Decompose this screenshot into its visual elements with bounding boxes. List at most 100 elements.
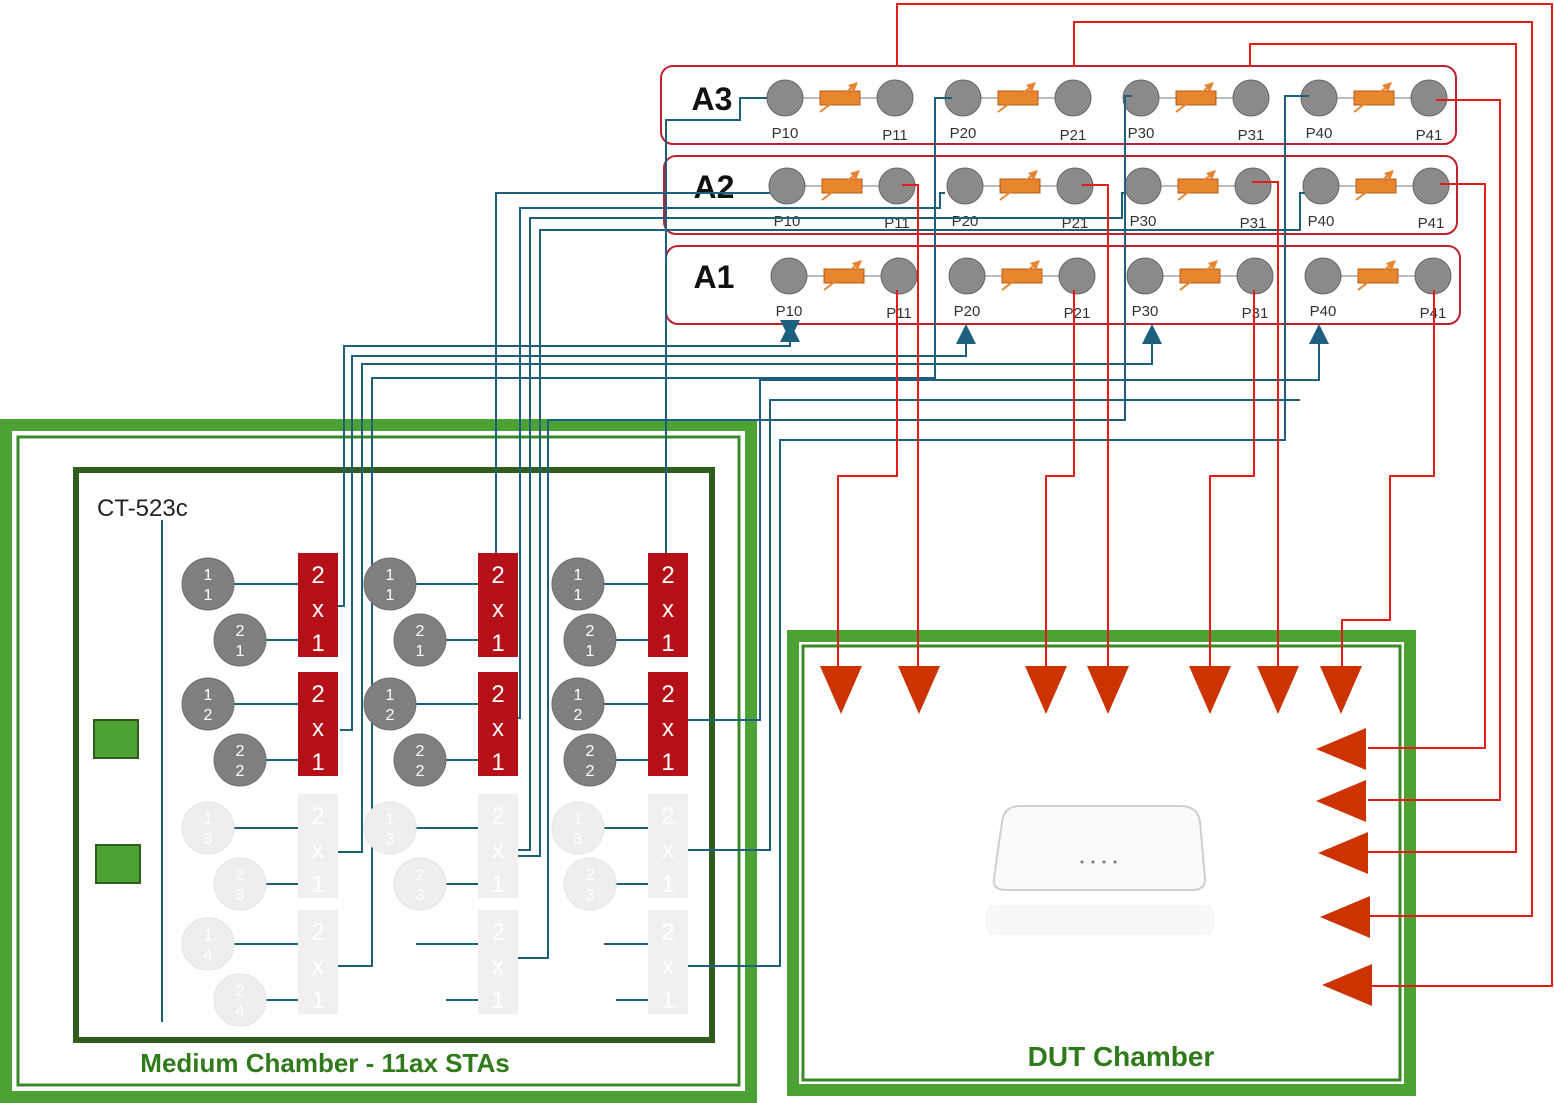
access-point-icon bbox=[985, 806, 1215, 935]
combiner-label: 2 bbox=[311, 681, 324, 708]
antenna-down-5 bbox=[1189, 666, 1231, 714]
port-label: P11 bbox=[882, 127, 908, 144]
rf-port-icon[interactable] bbox=[877, 80, 913, 116]
radio-label: 1 bbox=[574, 687, 583, 704]
radio-label: 2 bbox=[586, 623, 595, 640]
rf-port-icon[interactable] bbox=[949, 258, 985, 294]
radio-label: 2 bbox=[236, 743, 245, 760]
combiner-label: 2 bbox=[661, 681, 674, 708]
combiner-label: 2 bbox=[661, 562, 674, 589]
combiner-label: 2 bbox=[491, 562, 504, 589]
dut-chamber-title: DUT Chamber bbox=[1028, 1041, 1215, 1072]
port-label: P20 bbox=[950, 125, 977, 142]
port-label: P11 bbox=[886, 305, 912, 322]
antenna-down-4 bbox=[1087, 666, 1129, 714]
combiner-label: x bbox=[492, 837, 504, 864]
radio-label: 1 bbox=[204, 587, 213, 604]
port-label: P40 bbox=[1306, 125, 1333, 142]
combiner-label: 1 bbox=[491, 871, 504, 898]
antenna-down-7 bbox=[1320, 666, 1362, 714]
combiner-label: x bbox=[312, 715, 324, 742]
rf-port-icon[interactable] bbox=[1413, 168, 1449, 204]
combiner-label: 1 bbox=[311, 987, 324, 1014]
radio-label: 1 bbox=[204, 567, 213, 584]
attenuator-label: A2 bbox=[694, 169, 735, 205]
variable-attenuator-icon bbox=[1002, 269, 1042, 283]
rf-port-icon[interactable] bbox=[1235, 168, 1271, 204]
rf-port-icon[interactable] bbox=[1305, 258, 1341, 294]
radio-label: 1 bbox=[586, 643, 595, 660]
radio-label: 1 bbox=[416, 643, 425, 660]
combiner-label: 2 bbox=[491, 803, 504, 830]
variable-attenuator-icon bbox=[1180, 269, 1220, 283]
radio-label: 2 bbox=[416, 867, 425, 884]
radio-label: 2 bbox=[586, 763, 595, 780]
rf-port-icon[interactable] bbox=[1411, 80, 1447, 116]
radio-label: 3 bbox=[236, 887, 245, 904]
port-label: P21 bbox=[1060, 127, 1087, 144]
port-label: P41 bbox=[1418, 215, 1445, 232]
port-label: P30 bbox=[1128, 125, 1155, 142]
rf-port-icon[interactable] bbox=[769, 168, 805, 204]
radio-label: 1 bbox=[574, 811, 583, 828]
combiner-label: x bbox=[312, 596, 324, 623]
combiner-label: 1 bbox=[311, 630, 324, 657]
rf-port-icon[interactable] bbox=[1233, 80, 1269, 116]
radio-label: 2 bbox=[416, 743, 425, 760]
combiner-label: x bbox=[492, 596, 504, 623]
radio-label: 1 bbox=[204, 687, 213, 704]
rf-port-icon[interactable] bbox=[947, 168, 983, 204]
port-label: P30 bbox=[1132, 303, 1159, 320]
rf-port-icon[interactable] bbox=[1127, 258, 1163, 294]
variable-attenuator-icon bbox=[1354, 91, 1394, 105]
radio-label: 2 bbox=[416, 763, 425, 780]
status-led-2 bbox=[96, 845, 140, 883]
variable-attenuator-icon bbox=[1358, 269, 1398, 283]
port-label: P30 bbox=[1130, 213, 1157, 230]
rf-port-icon[interactable] bbox=[1125, 168, 1161, 204]
combiner-label: x bbox=[662, 953, 674, 980]
radio-label: 3 bbox=[416, 887, 425, 904]
radio-label: 1 bbox=[386, 687, 395, 704]
port-label: P20 bbox=[952, 213, 979, 230]
rf-port-icon[interactable] bbox=[771, 258, 807, 294]
combiner-label: x bbox=[492, 715, 504, 742]
combiner-label: 1 bbox=[661, 749, 674, 776]
combiner-label: x bbox=[312, 953, 324, 980]
combiner-label: x bbox=[492, 953, 504, 980]
antenna-left-3 bbox=[1318, 832, 1368, 874]
rf-port-icon[interactable] bbox=[1237, 258, 1273, 294]
rf-port-icon[interactable] bbox=[767, 80, 803, 116]
radio-label: 4 bbox=[204, 947, 213, 964]
radio-label: 1 bbox=[386, 811, 395, 828]
port-label: P10 bbox=[776, 303, 803, 320]
radio-label: 2 bbox=[236, 763, 245, 780]
radio-label: 1 bbox=[204, 811, 213, 828]
antenna-left-5 bbox=[1322, 964, 1372, 1006]
radio-label: 2 bbox=[386, 707, 395, 724]
radio-label: 1 bbox=[386, 587, 395, 604]
variable-attenuator-icon bbox=[824, 269, 864, 283]
radio-label: 2 bbox=[416, 623, 425, 640]
radio-label: 1 bbox=[574, 587, 583, 604]
combiner-label: 1 bbox=[311, 871, 324, 898]
rf-port-icon[interactable] bbox=[1301, 80, 1337, 116]
rf-port-icon[interactable] bbox=[1123, 80, 1159, 116]
antenna-left-4 bbox=[1320, 896, 1370, 938]
rf-port-icon[interactable] bbox=[1055, 80, 1091, 116]
rf-port-icon[interactable] bbox=[1059, 258, 1095, 294]
combiner-label: 1 bbox=[661, 630, 674, 657]
antenna-left-2 bbox=[1316, 780, 1366, 822]
combiner-label: 2 bbox=[311, 562, 324, 589]
port-label: P40 bbox=[1308, 213, 1335, 230]
status-led-1 bbox=[94, 720, 138, 758]
rf-port-icon[interactable] bbox=[1303, 168, 1339, 204]
variable-attenuator-icon bbox=[998, 91, 1038, 105]
combiner-label: 2 bbox=[661, 919, 674, 946]
combiner-label: 1 bbox=[491, 630, 504, 657]
variable-attenuator-icon bbox=[1176, 91, 1216, 105]
radio-label: 4 bbox=[236, 1003, 245, 1020]
rf-port-icon[interactable] bbox=[1415, 258, 1451, 294]
dut-antennas-top bbox=[820, 666, 1362, 714]
rf-port-icon[interactable] bbox=[881, 258, 917, 294]
